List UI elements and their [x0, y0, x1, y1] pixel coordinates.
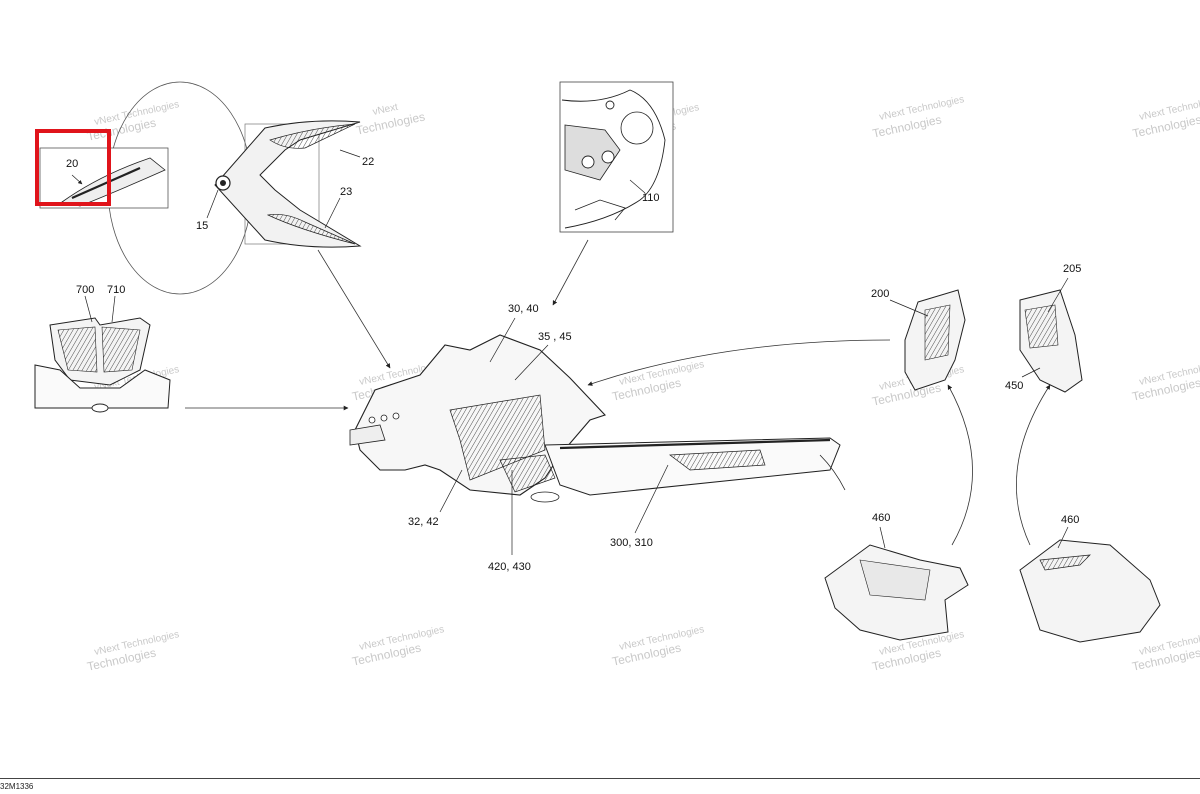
watermark: vNext Technologies Technologies — [871, 94, 965, 140]
leader-450 — [1021, 367, 1041, 378]
callout-110: 110 — [642, 192, 660, 204]
leader-22 — [339, 149, 361, 158]
callout-300-310: 300, 310 — [610, 537, 653, 549]
leader-30-40 — [489, 317, 516, 363]
svg-text:vNext: vNext — [372, 102, 400, 118]
nose-decal-detail — [35, 81, 362, 295]
leader-710 — [111, 295, 116, 323]
headlight-detail — [559, 81, 674, 233]
bumper-emblem — [91, 403, 109, 413]
marker-light-1 — [368, 416, 376, 424]
decal-20-shape — [61, 157, 166, 207]
callout-35-45: 35 , 45 — [538, 331, 572, 343]
ski-mount — [530, 491, 560, 503]
front-bumper-bar — [349, 424, 386, 446]
drawing-number: 32M1336 — [0, 782, 34, 791]
leader-23 — [324, 197, 341, 229]
leader-200 — [889, 299, 929, 317]
bumper — [34, 364, 171, 409]
lower-panel-460-left — [824, 526, 969, 641]
leader-32-42 — [439, 469, 463, 513]
arrow-nose-to-body — [317, 249, 391, 369]
callout-20: 20 — [66, 158, 78, 170]
decal-20-stripe — [71, 166, 141, 200]
decal-300-area — [669, 449, 766, 471]
watermark: vNext Technologies Technologies — [86, 629, 180, 674]
decal-22-area — [269, 123, 356, 149]
leader-460-left — [879, 526, 886, 549]
highlight-box — [35, 129, 111, 206]
arrow-panel200-to-body — [587, 339, 891, 386]
callout-15: 15 — [196, 220, 208, 232]
arrow-headlight-to-body — [552, 239, 589, 306]
leader-700 — [84, 295, 93, 323]
callout-labels: 20 22 23 15 110 700 710 30, 40 35 , 45 3… — [66, 156, 1081, 573]
panel-200-decal — [924, 304, 951, 361]
lens-left — [57, 326, 98, 373]
arrow-460-to-205 — [1016, 384, 1051, 546]
callout-30-40: 30, 40 — [508, 303, 539, 315]
decal-430-area — [499, 454, 556, 493]
watermark: vNext Technologies Technologies — [1131, 94, 1200, 140]
main-body-assembly — [349, 317, 846, 555]
callout-23: 23 — [340, 186, 352, 198]
callout-460-left: 460 — [872, 512, 890, 524]
watermark: vNext Technologies Technologies — [1131, 359, 1200, 404]
watermark: vNext Technologies — [355, 102, 426, 138]
panel-460-right-decal — [1039, 554, 1091, 571]
callout-205: 205 — [1063, 263, 1081, 275]
tunnel-top-rail — [559, 438, 831, 450]
hood-outline — [561, 89, 666, 229]
callout-200: 200 — [871, 288, 889, 300]
decal-23-area — [266, 213, 356, 245]
footer-rule — [0, 778, 1200, 779]
callout-460-right: 460 — [1061, 514, 1079, 526]
flap — [819, 454, 846, 491]
callout-420-430: 420, 430 — [488, 561, 531, 573]
side-panel-205 — [1019, 277, 1083, 393]
side-panel-200 — [889, 289, 966, 391]
marker-light-3 — [392, 412, 400, 420]
leader-110 — [629, 179, 646, 194]
headlight-lamp-3 — [605, 100, 615, 110]
callout-32-42: 32, 42 — [408, 516, 439, 528]
lower-trim — [574, 199, 626, 221]
panel-460-left-inner — [859, 559, 931, 601]
leader-35-45 — [514, 344, 549, 381]
callout-22: 22 — [362, 156, 374, 168]
callout-710: 710 — [107, 284, 125, 296]
panel-205-decal — [1024, 304, 1059, 349]
watermark: vNext Technologies Technologies — [86, 99, 180, 144]
marker-light-2 — [380, 414, 388, 422]
front-hood-assembly — [34, 295, 171, 413]
nose-cone — [214, 120, 362, 248]
watermark: vNext Technologies Technologies — [611, 624, 705, 669]
lens-right — [101, 326, 141, 373]
leader-205 — [1047, 277, 1069, 313]
headlight-ring — [620, 111, 654, 145]
headlight-lens — [564, 124, 621, 181]
headlight-lamp-2 — [601, 150, 615, 164]
watermark: vNext Technologies Technologies — [611, 359, 705, 404]
watermark: vNext Technologies Technologies — [1131, 629, 1200, 674]
headlight-lamp-1 — [581, 155, 595, 169]
emblem-15-center — [220, 180, 226, 186]
watermark: vNext Technologies Technologies — [351, 624, 445, 669]
connector-arrows — [185, 239, 1051, 546]
lower-panel-460-right — [1019, 526, 1161, 643]
arrow-460-to-200 — [947, 384, 973, 546]
leader-20 — [71, 174, 83, 185]
callout-700: 700 — [76, 284, 94, 296]
callout-450: 450 — [1005, 380, 1023, 392]
leader-15 — [206, 189, 219, 219]
leader-460-right — [1057, 526, 1069, 549]
leader-300-310 — [634, 464, 669, 534]
